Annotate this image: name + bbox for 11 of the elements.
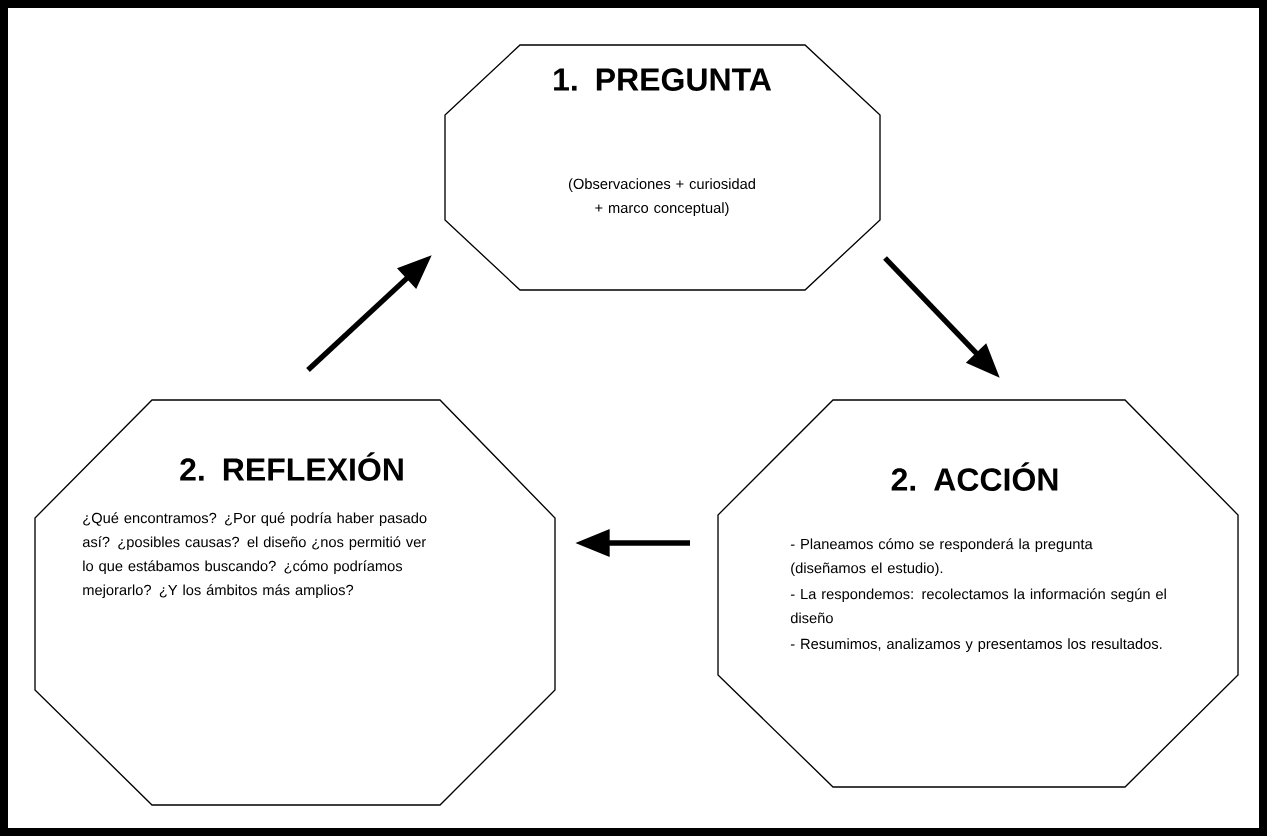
box-title: 2. REFLEXIÓN: [180, 452, 403, 481]
box-text: (Observaciones + curiosidad + marco conceptual): [568, 178, 755, 216]
octagon-box: [717, 399, 1239, 788]
box-text: - Planeamos cómo se responderá la pregunta (diseñamos el estudio).: [790, 538, 1093, 577]
octagon-box: [34, 399, 556, 806]
box-text: - Resumimos, analizamos y presentamos los resultados.: [790, 638, 1162, 652]
box-text: ¿Qué encontramos? ¿Por qué podría haber pasado así? ¿posibles causas? el diseño ¿nos permitió ver lo que estábamos buscando? ¿cómo podríamos mejorarlo? ¿Y los ámbitos más amplios?: [82, 512, 427, 599]
box-text: - La respondemos: recolectamos la información según el diseño: [790, 588, 1166, 624]
box-title: 2. ACCIÓN: [891, 462, 1058, 491]
box-title: 1. PREGUNTA: [554, 68, 772, 91]
octagon-box: [444, 44, 881, 291]
